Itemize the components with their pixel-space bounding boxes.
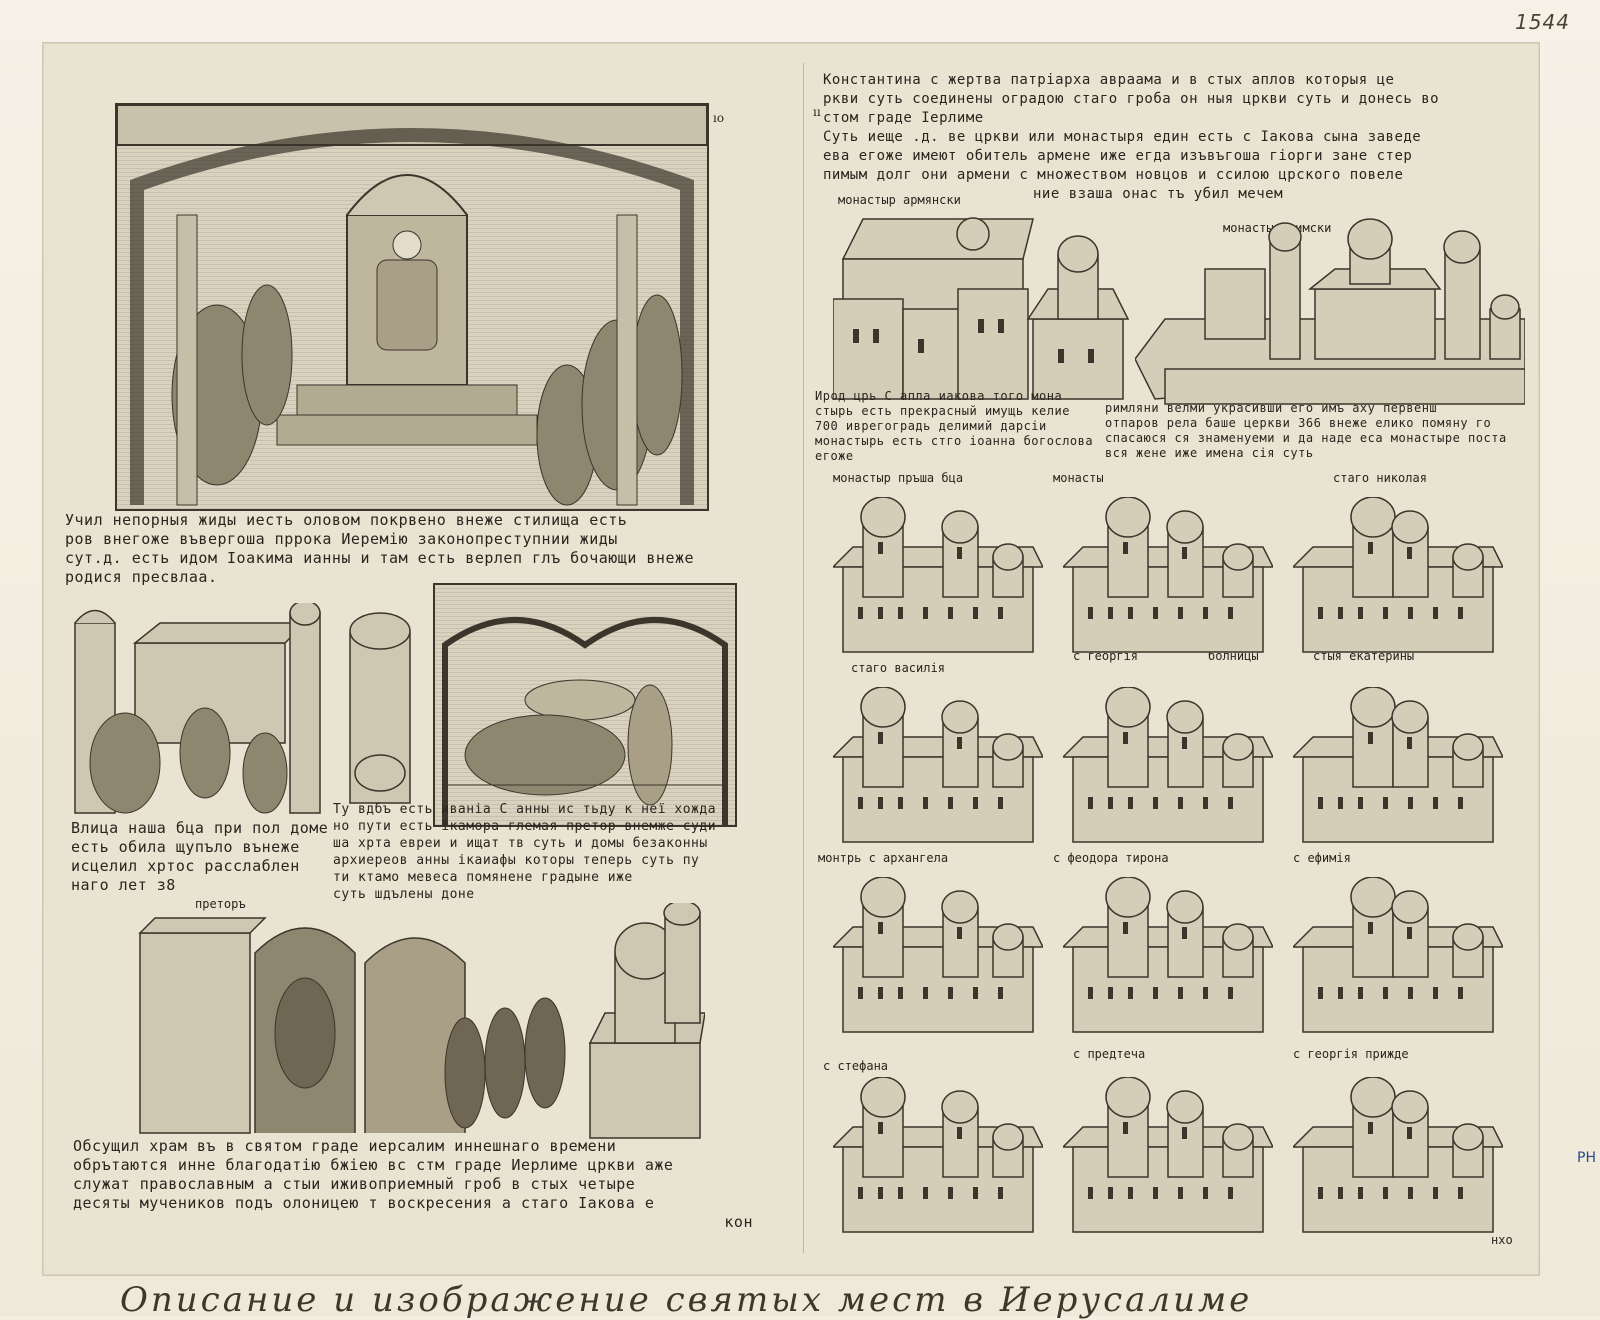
text-line: исцелил хртос расслаблен [71, 857, 300, 875]
text-line: есть обила щупъло вънеже [71, 838, 300, 856]
engraving-plate: ıo ıı [42, 42, 1540, 1276]
text-line: ша хрта евреи и ищат тв суть и домы беза… [333, 836, 708, 851]
text-line: 700 иврегоградь делимий дарсіи [815, 419, 1047, 433]
text-line: Ирод црь С апла иакова того мона [815, 389, 1063, 403]
scene-praetorium: преторъ [135, 897, 705, 1143]
label-monastery: монасты [1053, 471, 1104, 485]
text-block-bottom: Обсущил храм въ в святом граде иерсалим … [73, 1137, 773, 1232]
center-fold [803, 63, 804, 1253]
label-predtecha: с предтеча [1073, 1047, 1146, 1061]
text-block-left-1: Учил непорныя жиды иесть оловом покрвено… [65, 511, 765, 587]
text-line: егоже [815, 449, 854, 463]
text-line: спасаюся ся знаменуеми и да наде еса мон… [1105, 431, 1507, 445]
text-line: ние взаша онас тъ убил мечем [1033, 186, 1284, 202]
building-church-prisa [833, 497, 1043, 657]
scene-temple-interior [115, 103, 709, 511]
label-hkso: нхо [1491, 1233, 1513, 1247]
text-line: служат православным а стыи иживоприемный… [73, 1175, 636, 1193]
text-block-right-2: Ирод црь С апла иакова того мона стырь е… [815, 389, 1105, 464]
text-line: стырь есть прекрасный имущь келие [815, 404, 1070, 418]
text-line: родися пресвлаа. [65, 568, 218, 586]
text-line: кон [724, 1213, 753, 1231]
label-prisa: монастыр пръша бца [833, 471, 964, 485]
text-block-right-1: Константина с жертва патріарха авраама и… [823, 71, 1513, 204]
label-georgiy2: с георгія прижде [1293, 1047, 1409, 1061]
building-church-efimia [1293, 877, 1503, 1037]
building-church-predtecha [1063, 1077, 1273, 1237]
text-line: вся жене иже имена сія суть [1105, 446, 1314, 460]
building-church-vasily [833, 687, 1043, 847]
text-line: архиереов анны ікаиафы которы теперь сут… [333, 853, 700, 868]
building-church-ekaterina [1293, 687, 1503, 847]
building-church-monastery [1063, 497, 1273, 657]
label-arkhangel: монтрь с архангела [818, 851, 949, 865]
label-feodor: с феодора тирона [1053, 851, 1169, 865]
text-line: наго лет з8 [71, 876, 176, 894]
text-line: стом граде Іерлиме [823, 110, 984, 126]
library-stamp: РН [1577, 1150, 1596, 1166]
text-line: отпаров рела баше церкви 366 внеже елико… [1105, 416, 1492, 430]
text-line: Суть иеще .д. ве цркви или монастыря еди… [823, 129, 1422, 145]
text-line: обрътаются инне благодатію бжіею вс стм … [73, 1156, 674, 1174]
text-line: сут.д. есть идом Іоакима ианны и там ест… [65, 549, 695, 567]
label-vasily: стаго василія [851, 661, 945, 675]
building-church-feodor [1063, 877, 1273, 1037]
text-line: Учил непорныя жиды иесть оловом покрвено… [65, 511, 628, 529]
building-armenian-monastery [833, 209, 1133, 409]
building-church-arkhangel [833, 877, 1043, 1037]
page-marker-left: ıo [713, 111, 725, 125]
label-nikola: стаго николая [1333, 471, 1427, 485]
text-line: ева егоже имеют обитель армене иже егда … [823, 148, 1413, 164]
scan-number: 1544 [1515, 10, 1570, 34]
building-church-nikola [1293, 497, 1503, 657]
page-marker-right: ıı [813, 105, 821, 119]
text-line: Обсущил храм въ в святом граде иерсалим … [73, 1137, 617, 1155]
handwritten-caption: Описание и изображение святых мест в Иер… [120, 1280, 1253, 1320]
scene-annunciation [433, 583, 737, 827]
label-pretor: преторъ [195, 897, 246, 911]
text-line: ров внегоже въвергоша пррока Иеремію зак… [65, 530, 618, 548]
text-line: монастырь есть стго іоанна богослова [815, 434, 1094, 448]
label-efimia: с ефимія [1293, 851, 1351, 865]
text-line: Ту вдбъ есть иваніа С анны ис тьду к неї… [333, 802, 717, 817]
text-block-right-3: римляни велми украсивши его имъ аху перв… [1105, 401, 1535, 461]
text-line: десяты мучеников подъ олоницею т воскрес… [73, 1194, 655, 1212]
text-line: ти ктамо мевеса помянене градыне иже [333, 870, 633, 885]
building-church-stefan [833, 1077, 1043, 1237]
label-armenian: монастыр армянски [838, 193, 961, 207]
text-block-left-2: Влица наша бца при пол доме есть обила щ… [71, 819, 341, 895]
text-line: Константина с жертва патріарха авраама и… [823, 72, 1395, 88]
building-church-georgiy2 [1293, 1077, 1503, 1237]
text-line: но пути есть ікамора глемая претор внемж… [333, 819, 717, 834]
text-line: пимым долг они армени с множеством новцо… [823, 167, 1404, 183]
label-stefan: с стефана [823, 1059, 889, 1073]
text-block-center: Ту вдбъ есть иваніа С анны ис тьду к неї… [333, 801, 773, 903]
building-greek-monastery [1135, 209, 1525, 409]
scene-nativity-town [65, 603, 425, 825]
text-line: суть шдълены доне [333, 887, 475, 902]
building-church-georgiy [1063, 687, 1273, 847]
text-line: ркви суть соединены оградою стаго гроба … [823, 91, 1440, 107]
text-line: Влица наша бца при пол доме [71, 819, 329, 837]
text-line: римляни велми украсивши его имъ аху перв… [1105, 401, 1438, 415]
